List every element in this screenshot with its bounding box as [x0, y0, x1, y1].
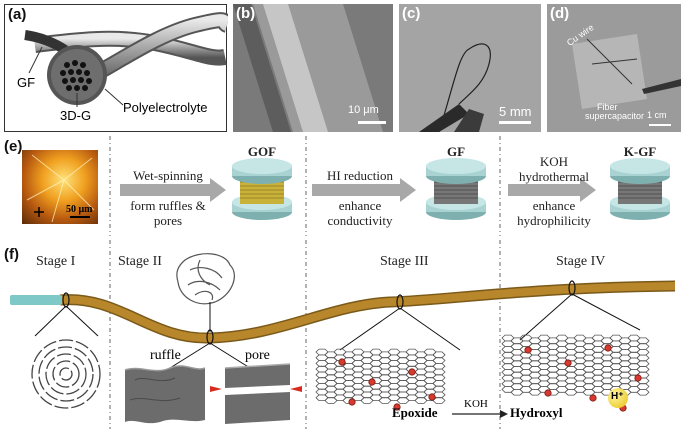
graphene-lattice-3: [315, 348, 446, 411]
pore-label: pore: [245, 348, 270, 363]
epoxide-label: Epoxide: [392, 405, 438, 420]
oxygen-atom: [393, 403, 401, 411]
ruffle-structure: [124, 365, 206, 424]
fiber-evolution-diagram: [10, 240, 676, 429]
process-arrows: [109, 136, 670, 236]
graphene-lattice-4: [501, 334, 650, 412]
step3-line2: hydrothermal: [518, 169, 590, 184]
pom-image: 50 μm: [22, 150, 98, 224]
supercapacitor-label: supercapacitor: [585, 111, 645, 121]
gf-label: GF: [446, 144, 466, 159]
polyelectrolyte-label: Polyelectrolyte: [123, 100, 208, 115]
panel-b-label: (b): [236, 5, 256, 22]
gf-label: GF: [17, 75, 36, 90]
scale-bar: [649, 124, 671, 126]
panel-d-scale: 1 cm: [647, 110, 667, 120]
panel-c-scale: 5 mm: [499, 104, 532, 119]
oxygen-atom: [338, 358, 346, 366]
stage-4-label: Stage IV: [556, 254, 606, 269]
oxygen-atom: [634, 374, 642, 382]
panel-d-label: (d): [550, 5, 570, 22]
step1-line1: Wet-spinning: [133, 168, 203, 183]
panel-b-scale: 10 μm: [348, 104, 379, 116]
panel-f-label: (f): [4, 246, 19, 263]
gof-label: GOF: [247, 144, 277, 159]
step1-line2: form ruffles &: [130, 198, 206, 213]
oxygen-atom: [544, 389, 552, 397]
step3-line4: hydrophilicity: [517, 213, 591, 228]
oxygen-atom: [524, 346, 532, 354]
panel-a: (a) GF 3D-G Polyelectrolyte: [4, 4, 233, 132]
oxygen-atom: [408, 368, 416, 376]
step2-line3: conductivity: [327, 213, 393, 228]
fiber-schematic: [24, 12, 233, 107]
pore-structure: [210, 363, 302, 424]
panel-c-label: (c): [402, 5, 421, 22]
lattice-cell: [432, 397, 446, 404]
panel-e: (e) 50 μm: [0, 136, 685, 236]
scale-bar: [358, 121, 386, 124]
oxygen-atom: [428, 393, 436, 401]
panel-d-photo: (d) Cu wire Fiber supercapacitor 1 cm: [547, 4, 681, 132]
ruffle-label: ruffle: [150, 348, 181, 363]
hplus-label: H⁺: [611, 391, 624, 402]
oxygen-atom: [604, 344, 612, 352]
oxygen-atom: [589, 394, 597, 402]
scale-bar: [499, 121, 531, 124]
kgf-label: K-GF: [623, 144, 657, 159]
hydroxyl-label: Hydroxyl: [510, 405, 563, 420]
stage-2-label: Stage II: [118, 254, 162, 269]
panel-e-label: (e): [4, 138, 23, 155]
panel-b-sem-image: (b) 10 μm: [233, 4, 393, 132]
step1-line3: pores: [153, 213, 183, 228]
gf-disk-stack: [426, 158, 486, 220]
fiber-label: Fiber: [597, 102, 618, 112]
stage-3-label: Stage III: [380, 254, 429, 269]
lattice-cell: [636, 388, 650, 396]
step2-line2: enhance: [338, 198, 382, 213]
step3-line1: KOH: [539, 154, 569, 169]
kgf-disk-stack: [610, 158, 670, 220]
oxygen-atom: [564, 359, 572, 367]
pom-scale-bar: [70, 216, 90, 218]
oxygen-atom: [348, 398, 356, 406]
pom-scale: 50 μm: [66, 204, 93, 215]
gof-disk-stack: [232, 158, 292, 220]
crumpled-sheet: [176, 253, 235, 305]
oxygen-atom: [368, 378, 376, 386]
stage-1-label: Stage I: [36, 254, 76, 269]
panel-a-label: (a): [8, 6, 27, 23]
hplus-ion: [608, 388, 628, 408]
panel-f: (f) Stage I Stage II Stage III Stage IV …: [0, 240, 685, 429]
panel-c-photo: (c) 5 mm: [399, 4, 541, 132]
step3-line3: enhance: [532, 198, 576, 213]
step2-line1: HI reduction: [326, 168, 394, 183]
three-dg-label: 3D-G: [60, 108, 92, 123]
koh-label: KOH: [464, 398, 488, 410]
